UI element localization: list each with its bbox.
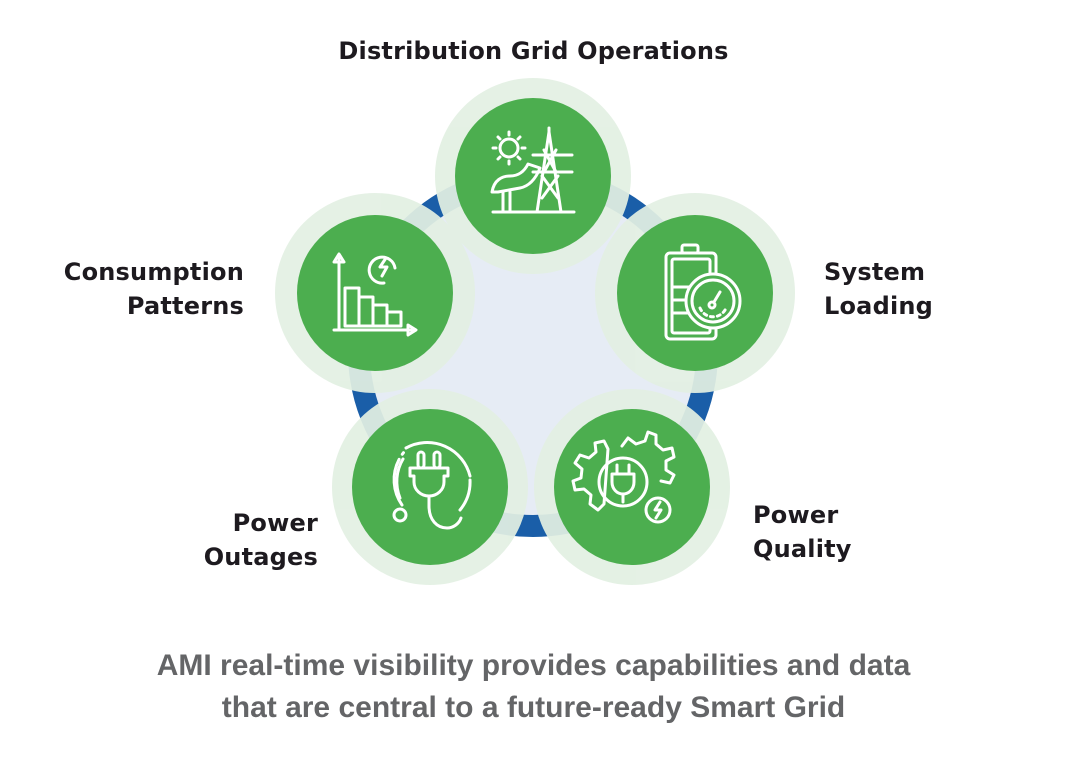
label-line: Power (232, 509, 318, 537)
label-power-quality: Power Quality (753, 498, 852, 566)
plug-cord-icon (392, 441, 472, 530)
label-line: Power (753, 501, 839, 529)
label-line: Outages (203, 543, 318, 571)
label-power-outages: Power Outages (204, 506, 318, 574)
label-line: Quality (753, 535, 852, 563)
battery-gauge-icon (664, 243, 742, 341)
gear-plug-bolt-icon (571, 430, 676, 524)
node-distribution-grid-operations (455, 98, 611, 254)
caption-line-1: AMI real-time visibility provides capabi… (156, 649, 911, 682)
node-power-quality (554, 409, 710, 565)
label-distribution-grid-operations: Distribution Grid Operations (338, 37, 729, 65)
caption-line-2: that are central to a future-ready Smart… (221, 691, 846, 724)
label-line: Consumption (63, 258, 244, 286)
label-line: Patterns (126, 292, 244, 320)
cycle-graphic (275, 78, 795, 585)
label-system-loading: System Loading (824, 255, 933, 323)
node-system-loading (617, 215, 773, 371)
transmission-tower-solar-icon (490, 126, 576, 214)
bar-chart-bolt-icon (332, 252, 418, 337)
label-consumption-patterns: Consumption Patterns (64, 255, 244, 323)
node-consumption-patterns (297, 215, 453, 371)
ami-capabilities-diagram: Distribution Grid Operations Consumption… (64, 37, 933, 585)
node-power-outages (352, 409, 508, 565)
label-line: System (824, 258, 926, 286)
caption: AMI real-time visibility provides capabi… (0, 645, 1067, 729)
label-line: Loading (824, 292, 934, 320)
